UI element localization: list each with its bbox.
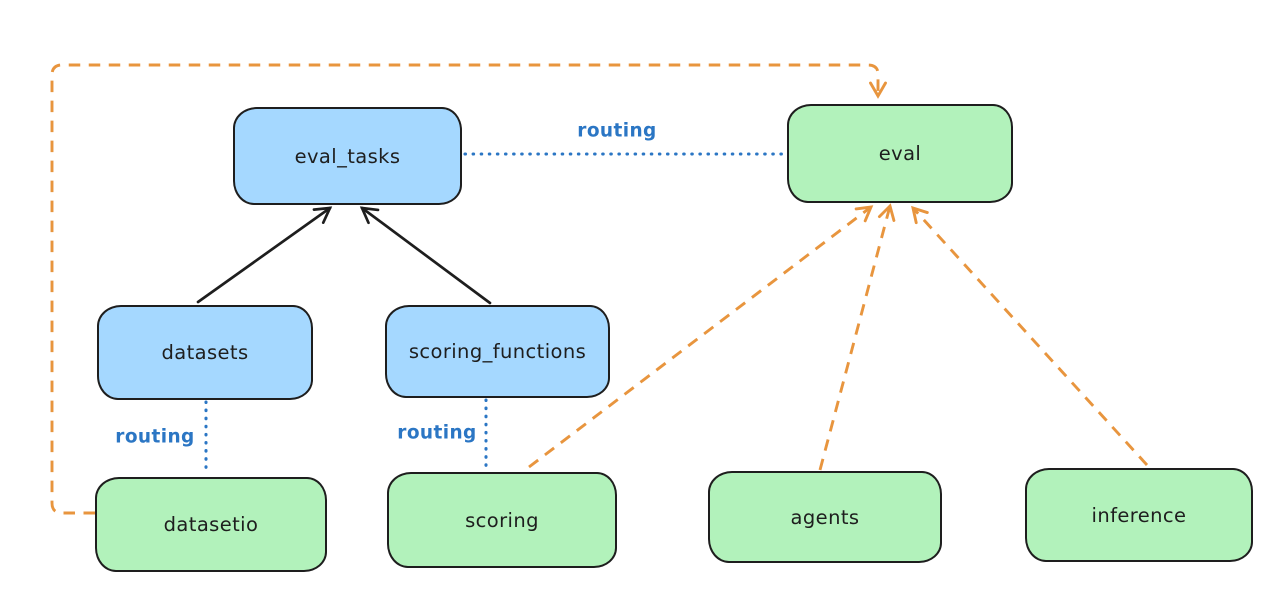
edge-label-routing-eval-tasks-eval: routing — [577, 120, 657, 142]
node-eval-tasks-label: eval_tasks — [294, 144, 401, 168]
node-eval-label: eval — [878, 142, 922, 165]
node-datasetio: datasetio — [95, 477, 327, 572]
node-scoring-label: scoring — [465, 508, 539, 532]
edge-label-routing-datasets-datasetio: routing — [115, 426, 195, 448]
edge-arrow-scoring-functions-to-eval-tasks — [359, 206, 492, 305]
node-datasets-label: datasets — [161, 341, 249, 364]
node-inference-label: inference — [1091, 503, 1187, 527]
node-datasetio-label: datasetio — [163, 513, 259, 536]
node-datasets: datasets — [97, 305, 313, 400]
node-agents: agents — [708, 471, 942, 563]
edge-label-routing-scoring-functions-scoring: routing — [397, 422, 477, 444]
edge-dashed-agents-to-eval — [818, 203, 896, 471]
edge-dashed-datasetio-to-eval — [50, 63, 887, 515]
node-agents-label: agents — [790, 505, 860, 529]
node-scoring: scoring — [387, 472, 617, 568]
node-scoring-functions: scoring_functions — [385, 305, 610, 398]
node-scoring-functions-label: scoring_functions — [408, 340, 587, 363]
node-eval: eval — [787, 104, 1013, 203]
node-eval-tasks: eval_tasks — [233, 107, 462, 205]
edge-dashed-inference-to-eval — [911, 205, 1149, 466]
node-inference: inference — [1025, 468, 1253, 562]
edge-arrow-datasets-to-eval-tasks — [196, 206, 333, 304]
